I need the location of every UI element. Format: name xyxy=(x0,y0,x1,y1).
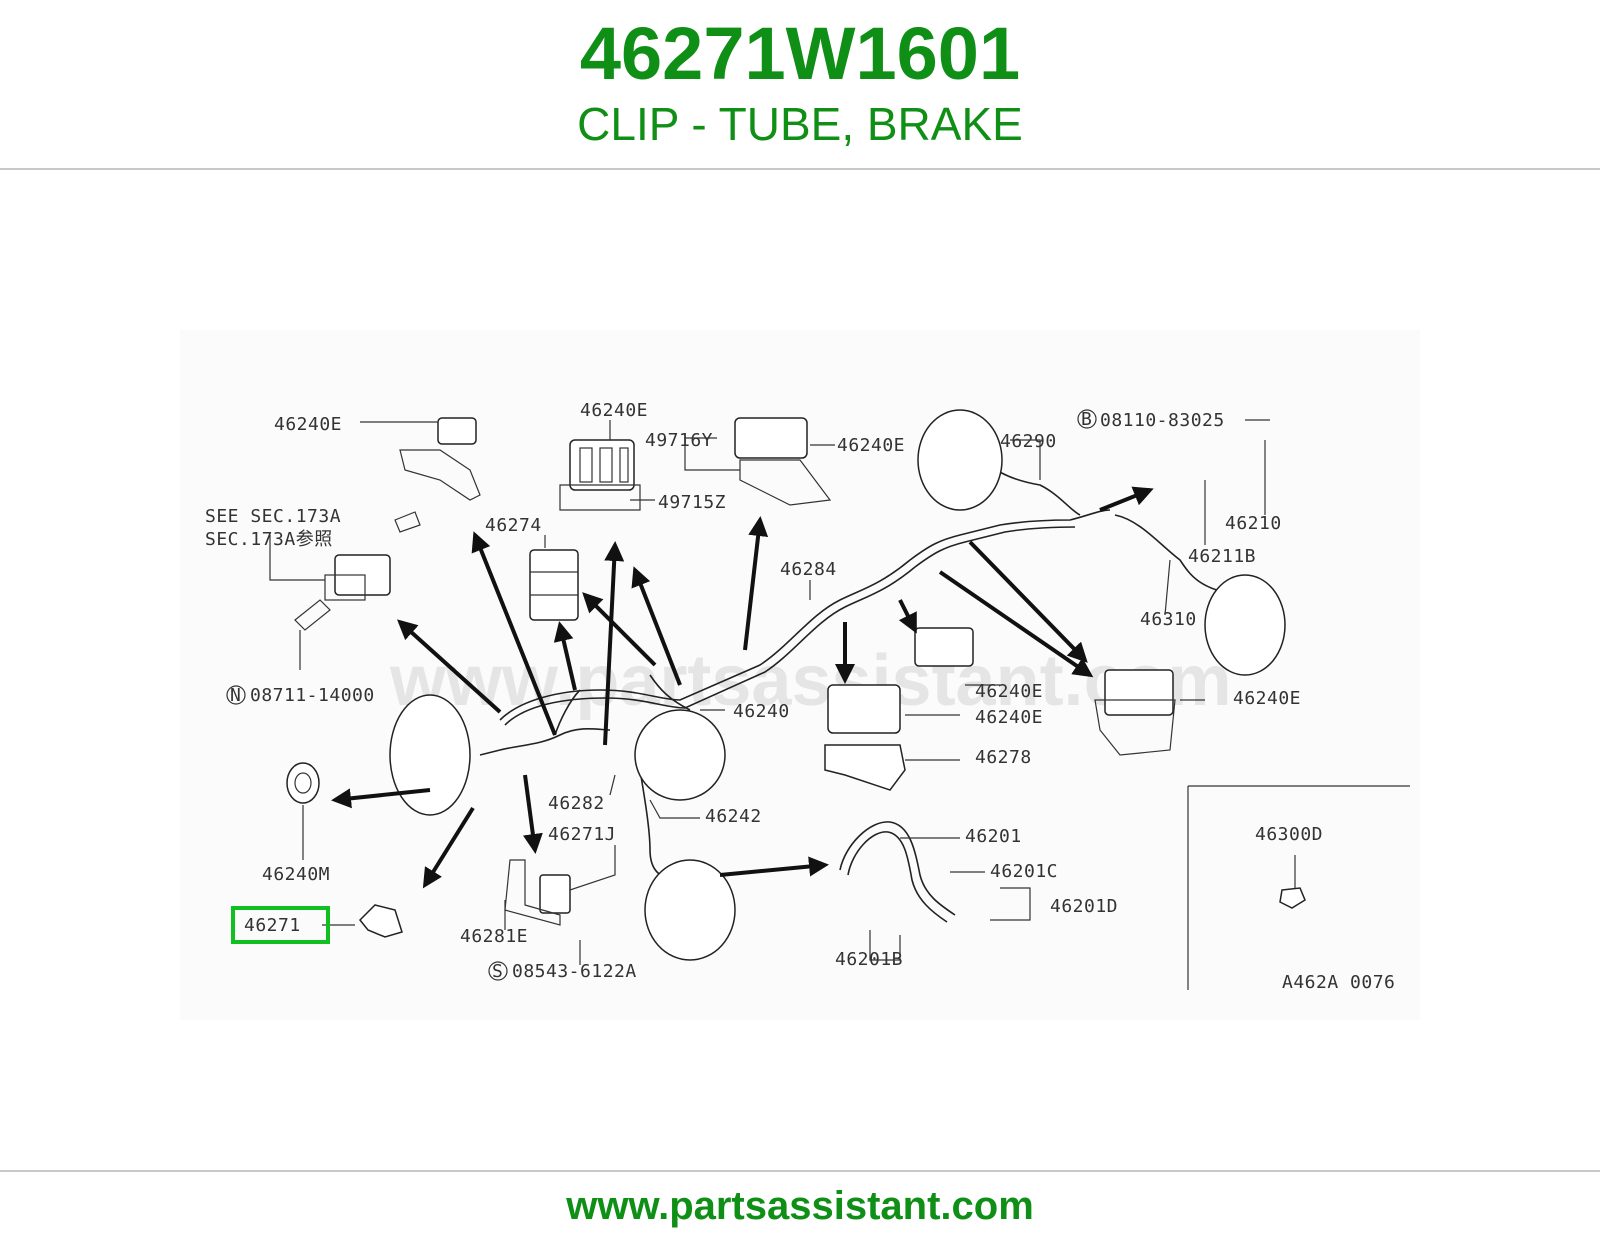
rear-drum xyxy=(644,859,736,961)
label-46240[interactable]: 46240 xyxy=(733,701,790,722)
front-right-caliper xyxy=(634,709,726,801)
footer-divider xyxy=(0,1170,1600,1172)
label-46281e[interactable]: 46281E xyxy=(460,926,528,947)
clip-46240e-mid xyxy=(914,627,974,667)
parts xyxy=(286,417,1306,938)
footer-url[interactable]: www.partsassistant.com xyxy=(566,1184,1034,1228)
label-46242[interactable]: 46242 xyxy=(705,806,762,827)
label-46240e-c[interactable]: 46240E xyxy=(837,435,905,456)
label-08543-6122a[interactable]: 08543-6122A xyxy=(512,961,637,982)
rear-right-backing-plate xyxy=(917,409,1003,511)
highlight-box-46271[interactable] xyxy=(231,906,330,944)
clip-46240e-top-left xyxy=(399,417,481,501)
clip-46274 xyxy=(529,549,579,621)
inset-panel xyxy=(1187,785,1410,990)
label-49715z[interactable]: 49715Z xyxy=(658,492,726,513)
backing-plates xyxy=(389,409,1286,961)
part-labels: 46240E 46240E 49716Y 46240E 49715Z 46290… xyxy=(205,400,1395,993)
part-name-subtitle: CLIP - TUBE, BRAKE xyxy=(577,98,1023,150)
label-46300d[interactable]: 46300D xyxy=(1255,824,1323,845)
clip-46240e-right-bracket xyxy=(1094,669,1176,756)
label-46282[interactable]: 46282 xyxy=(548,793,605,814)
front-left-backing-plate xyxy=(389,694,471,816)
label-46240e-e[interactable]: 46240E xyxy=(1233,688,1301,709)
screw-prefix-circle xyxy=(488,961,508,981)
label-46201c[interactable]: 46201C xyxy=(990,861,1058,882)
grommet-46240m xyxy=(286,762,320,804)
label-sec173a-ref: SEC.173A参照 xyxy=(205,529,333,550)
diagram-reference-code: A462A 0076 xyxy=(1282,972,1395,993)
sec173a-housing xyxy=(294,511,421,631)
label-46240e-f[interactable]: 46240E xyxy=(975,707,1043,728)
clip-46240e-center xyxy=(827,684,901,734)
label-46271[interactable]: 46271 xyxy=(244,915,301,936)
label-46201b[interactable]: 46201B xyxy=(835,949,903,970)
label-46210[interactable]: 46210 xyxy=(1225,513,1282,534)
part-46300d xyxy=(1279,887,1306,909)
label-46284[interactable]: 46284 xyxy=(780,559,837,580)
watermark-text: www.partsassistant.com xyxy=(389,641,1232,721)
label-46240e-b[interactable]: 46240E xyxy=(580,400,648,421)
label-46211b[interactable]: 46211B xyxy=(1188,546,1256,567)
rear-left-backing-plate xyxy=(1204,574,1286,676)
label-see-sec173a: SEE SEC.173A xyxy=(205,506,341,527)
label-46240e-a[interactable]: 46240E xyxy=(274,414,342,435)
part-number-title: 46271W1601 xyxy=(579,12,1021,95)
label-08711-14000[interactable]: 08711-14000 xyxy=(250,685,375,706)
page-header: 46271W1601 CLIP - TUBE, BRAKE xyxy=(0,0,1600,170)
flex-hose-46201 xyxy=(839,821,956,923)
label-46310[interactable]: 46310 xyxy=(1140,609,1197,630)
label-08110-83025[interactable]: 08110-83025 xyxy=(1100,410,1225,431)
bolt-prefix-circle xyxy=(1077,409,1097,429)
clip-46240e-top-center xyxy=(559,439,641,511)
clip-46240e-top-right xyxy=(734,417,832,506)
header-divider xyxy=(0,168,1600,170)
label-46274[interactable]: 46274 xyxy=(485,515,542,536)
leader-lines xyxy=(269,419,1296,965)
label-46290[interactable]: 46290 xyxy=(1000,431,1057,452)
label-46201[interactable]: 46201 xyxy=(965,826,1022,847)
clip-46271-highlighted-part xyxy=(358,904,403,938)
label-49716y[interactable]: 49716Y xyxy=(645,430,713,451)
label-46271j[interactable]: 46271J xyxy=(548,824,616,845)
label-46278[interactable]: 46278 xyxy=(975,747,1032,768)
label-46240e-d[interactable]: 46240E xyxy=(975,681,1043,702)
label-46240m[interactable]: 46240M xyxy=(262,864,330,885)
label-08711-prefix: N xyxy=(230,685,241,706)
label-08543-prefix: S xyxy=(492,961,503,982)
label-08110-prefix: B xyxy=(1081,409,1092,430)
label-46201d[interactable]: 46201D xyxy=(1050,896,1118,917)
nut-prefix-circle xyxy=(226,685,246,705)
callout-arrows xyxy=(331,486,1154,889)
bracket-46278 xyxy=(824,744,906,791)
